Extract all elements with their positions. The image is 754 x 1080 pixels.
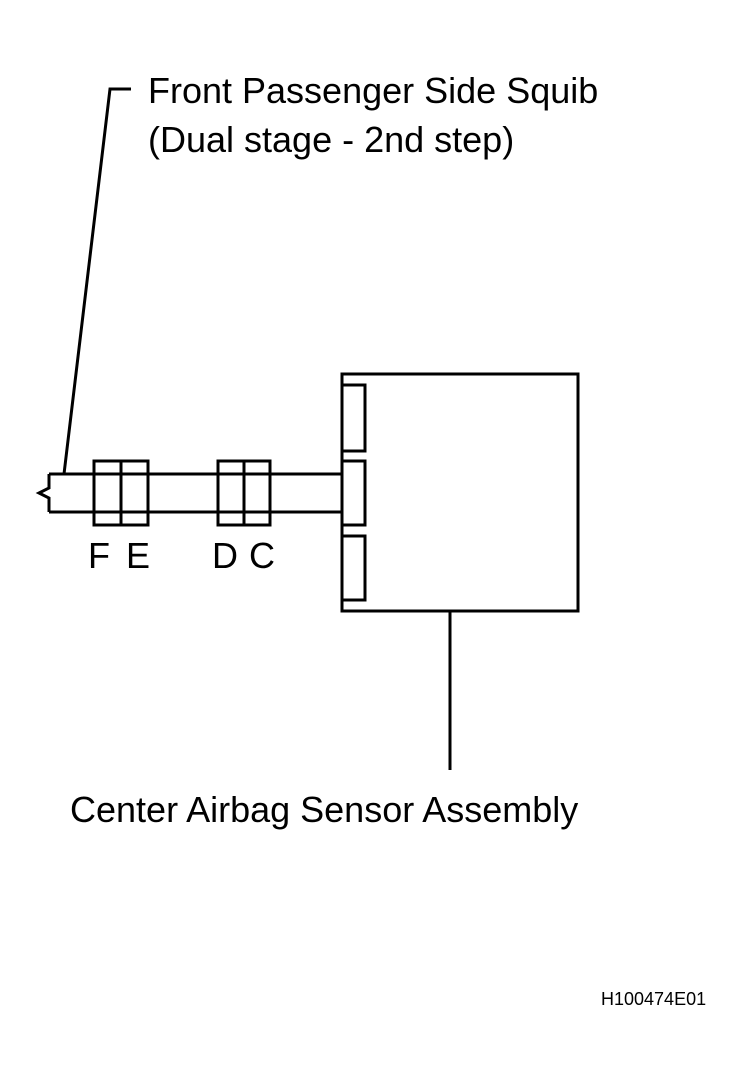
connector-f bbox=[92, 459, 123, 527]
connector-e bbox=[119, 459, 150, 527]
connector-c-label: C bbox=[249, 535, 275, 576]
squib-end-cap bbox=[35, 474, 51, 512]
sensor-slot-top bbox=[342, 383, 367, 453]
squib-title-label: Front Passenger Side Squib bbox=[148, 70, 599, 111]
sensor-slot-middle bbox=[342, 459, 367, 527]
sensor-slot-bottom bbox=[342, 534, 367, 602]
figure-code: H100474E01 bbox=[601, 989, 707, 1009]
sensor-assembly-body bbox=[340, 372, 580, 613]
connector-e-label: E bbox=[126, 535, 151, 576]
connector-f-label: F bbox=[88, 535, 110, 576]
squib-subtitle-label: (Dual stage - 2nd step) bbox=[148, 119, 515, 160]
connector-d bbox=[216, 459, 246, 527]
sensor-assembly-label: Center Airbag Sensor Assembly bbox=[70, 789, 579, 830]
connector-d-label: D bbox=[212, 535, 238, 576]
squib-leader-line bbox=[62, 87, 131, 475]
connector-c bbox=[242, 459, 272, 527]
